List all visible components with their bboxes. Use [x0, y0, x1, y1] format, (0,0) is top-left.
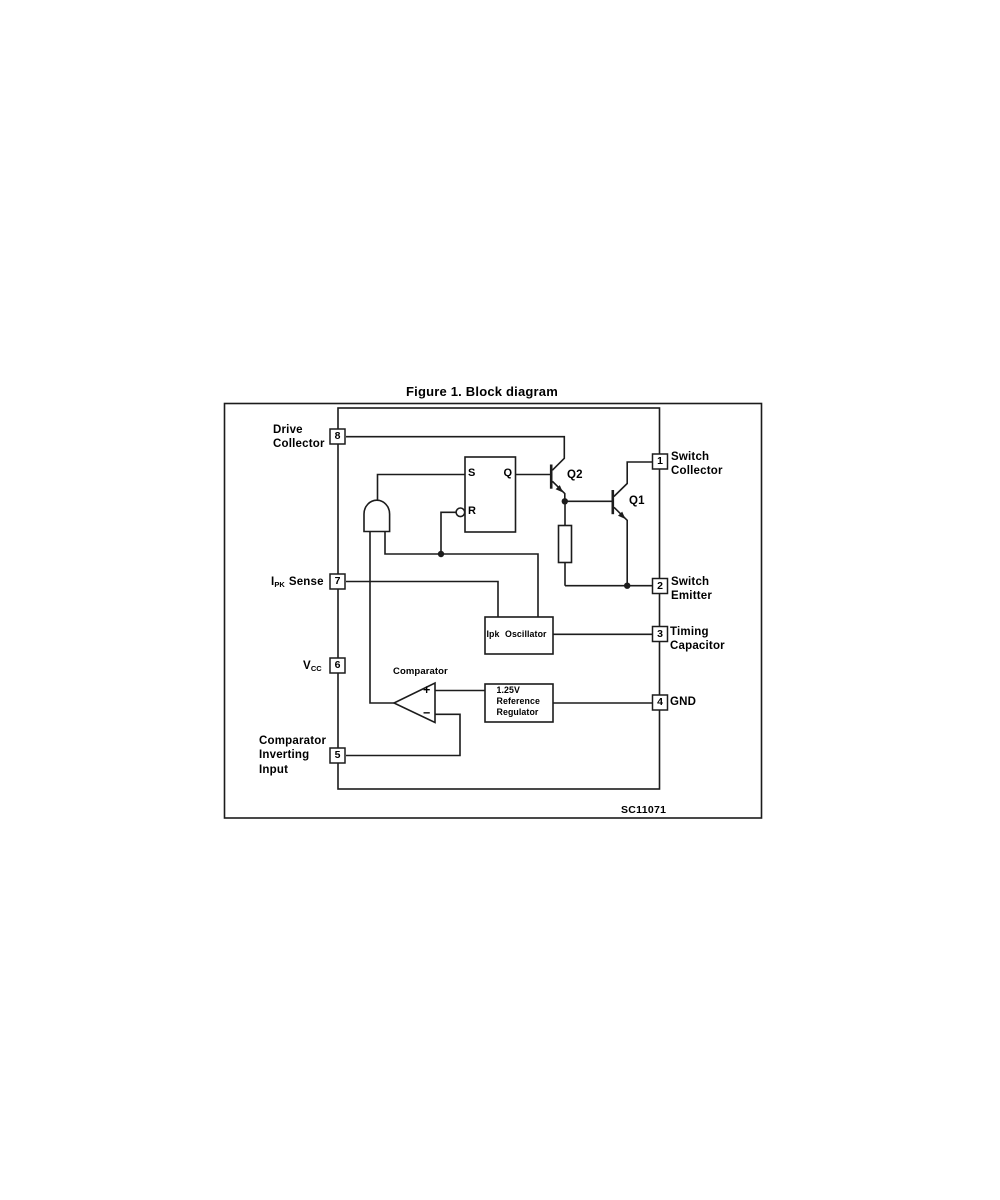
- pin1-number: 1: [657, 455, 663, 467]
- pin3-label: Timing Capacitor: [670, 625, 725, 655]
- q2-emitter-arrow: [555, 485, 563, 493]
- pin6-label-base: V: [303, 660, 311, 672]
- reference-regulator-label: 1.25V Reference Regulator: [497, 685, 540, 719]
- junction-dot-q2-emitter: [561, 498, 568, 505]
- pin5-label-line3: Input: [259, 764, 289, 777]
- resistor-body: [557, 524, 573, 564]
- comparator-triangle: [392, 681, 436, 724]
- wire-q2-emitter: [551, 480, 566, 502]
- pin1-box: [651, 453, 669, 470]
- oscillator-label-oscillator: Oscillator: [505, 629, 547, 639]
- pin7-number: 7: [334, 575, 341, 587]
- pin5-label: Comparator Inverting Input: [259, 734, 326, 778]
- transistor-q2-label: Q2: [567, 468, 583, 481]
- pin2-label-line1: Switch: [671, 575, 710, 588]
- pin6-label: VCC: [303, 659, 322, 677]
- reference-regulator-box: [484, 683, 554, 723]
- pin3-number: 3: [657, 627, 663, 640]
- pin6-label-subscript: CC: [310, 664, 322, 673]
- pin8-box: [329, 428, 346, 445]
- reference-label-line1: 1.25V: [496, 684, 520, 695]
- pin1-label-line2: Collector: [671, 465, 723, 478]
- pin2-box: [651, 577, 669, 595]
- oscillator-label-ipk: Ipk: [486, 629, 500, 639]
- pin4-number: 4: [657, 696, 663, 708]
- wire-pin7-to-oscillator: [346, 580, 499, 617]
- pin6-box: [329, 657, 346, 674]
- pin5-label-line2: Inverting: [259, 749, 310, 762]
- latch-q-label: Q: [503, 467, 513, 479]
- junction-dot-pin2-rail: [624, 582, 631, 589]
- q1-emitter-arrow: [618, 511, 626, 519]
- pin5-label-line1: Comparator: [259, 734, 327, 747]
- pin5-number: 5: [334, 749, 341, 761]
- wire-and-output-to-latch-s: [376, 473, 465, 501]
- pin1-label: Switch Collector: [671, 450, 723, 480]
- pin1-label-line1: Switch: [671, 450, 710, 463]
- pin3-label-line1: Timing: [670, 625, 709, 638]
- figure-title: Figure 1. Block diagram: [406, 384, 558, 399]
- reset-inverter-bubble: [455, 507, 466, 518]
- wire-pin1-to-q1-collector: [613, 461, 653, 498]
- pin-boxes: [329, 428, 669, 764]
- pin5-box: [329, 747, 346, 764]
- wire-comparator-output-to-and-input: [369, 531, 394, 704]
- wire-and-input-to-oscillator: [384, 531, 539, 617]
- pin8-label-line1: Drive: [273, 423, 303, 436]
- pin7-label-subscript: PK: [274, 580, 285, 589]
- comparator-plus-sign: +: [423, 683, 431, 697]
- pin8-label: Drive Collector: [273, 423, 325, 453]
- pin7-box: [329, 573, 346, 590]
- comparator-minus-sign: −: [423, 706, 431, 720]
- comparator-label: Comparator: [393, 665, 448, 677]
- pin8-number: 8: [334, 430, 341, 442]
- wire-pin5-to-comparator-minus: [346, 713, 461, 757]
- pin2-label-line2: Emitter: [671, 590, 713, 603]
- pin2-label: Switch Emitter: [671, 575, 712, 605]
- latch-r-label: R: [468, 504, 476, 517]
- pin4-box: [651, 694, 669, 711]
- wire-q1-emitter: [613, 506, 628, 586]
- reference-label-line2: Reference: [496, 695, 540, 706]
- pin4-label: GND: [670, 695, 697, 708]
- oscillator-box: [484, 616, 554, 655]
- pin7-label-base: I: [271, 576, 275, 588]
- sr-latch-box: [464, 456, 517, 533]
- reference-label-line3: Regulator: [496, 707, 539, 718]
- pin6-number: 6: [334, 659, 341, 671]
- figure-code: SC11071: [621, 803, 667, 816]
- wire-latch-r-input: [440, 511, 457, 554]
- figure-border: [223, 402, 763, 819]
- pin7-label-rest: Sense: [288, 576, 324, 588]
- latch-s-label: S: [468, 467, 476, 479]
- junction-dot-r-line: [437, 550, 445, 558]
- pin3-label-line2: Capacitor: [670, 640, 725, 653]
- transistor-q1-label: Q1: [629, 495, 645, 507]
- pin8-label-line2: Collector: [273, 438, 325, 451]
- pin2-number: 2: [657, 579, 663, 592]
- and-gate: [363, 499, 391, 533]
- chip-boundary: [337, 407, 661, 790]
- pin3-box: [651, 625, 669, 643]
- wire-pin8-to-q2-collector: [346, 435, 566, 471]
